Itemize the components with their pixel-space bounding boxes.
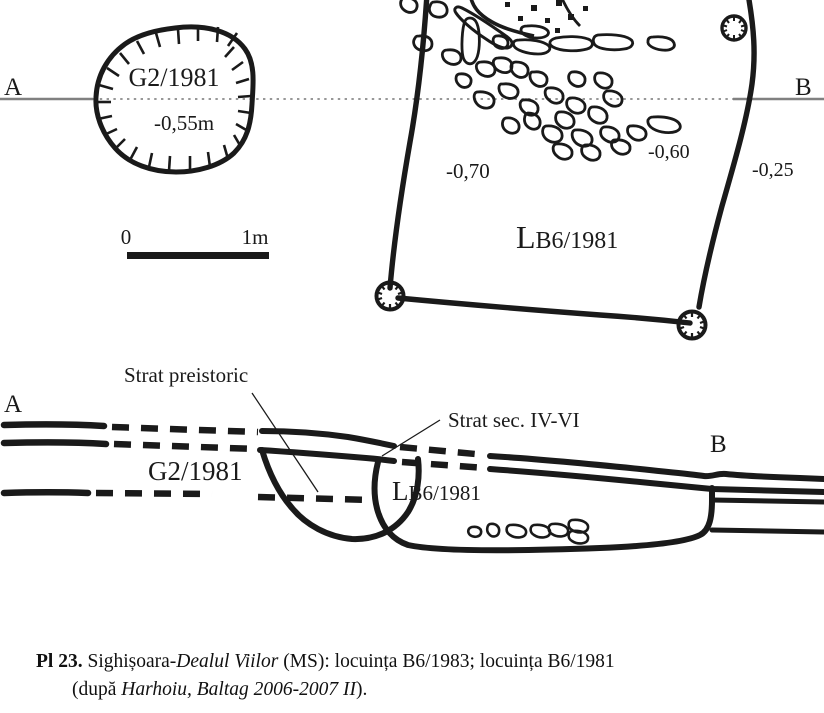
strat-low-solid-left bbox=[0, 489, 92, 497]
section-marker-b: B bbox=[710, 431, 727, 458]
strat-low-solid-right bbox=[709, 497, 824, 505]
dwelling-south-wall bbox=[395, 295, 693, 326]
section-dwelling-label: LB6/1981 bbox=[392, 476, 481, 506]
section-drawing: A B G2/1981 LB6/1981 bbox=[0, 363, 824, 554]
pit-outline bbox=[93, 24, 256, 175]
g2-cut-top bbox=[257, 447, 397, 464]
plan-marker-a: A bbox=[4, 74, 22, 101]
section-dwelling-label-rest: B6/1981 bbox=[409, 481, 481, 505]
strat-top-dash-left bbox=[111, 423, 259, 436]
plan-dwelling-lb6: LB6/1981 bbox=[374, 0, 757, 341]
caption-source-plain-2: ). bbox=[356, 678, 368, 700]
plate-caption: Pl 23. Sighișoara-Dealul Viilor (MS): lo… bbox=[0, 648, 824, 703]
plan-depth-2: -0,25 bbox=[752, 159, 794, 181]
annotation-strat-preistoric: Strat preistoric bbox=[124, 363, 248, 387]
g2-profile-cut bbox=[259, 447, 422, 543]
plan-pit-g2: G2/1981 -0,55m bbox=[93, 24, 256, 175]
strat-top-solid-mid bbox=[259, 428, 397, 449]
lb6-profile-cut bbox=[371, 459, 715, 554]
scale-start-label: 0 bbox=[121, 225, 132, 249]
strat-top-solid-left bbox=[0, 421, 108, 430]
plan-pit-label: G2/1981 bbox=[129, 63, 220, 92]
strat-top-dash-mid bbox=[399, 443, 487, 459]
section-marker-a: A bbox=[4, 391, 22, 418]
strat-mid-solid-right bbox=[487, 466, 824, 495]
annotation-strat-sec: Strat sec. IV-VI bbox=[448, 408, 580, 432]
strat-mid-dash-left bbox=[113, 440, 257, 453]
caption-line-1: Pl 23. Sighișoara-Dealul Viilor (MS): lo… bbox=[0, 648, 824, 676]
strat-mid-dash-mid bbox=[401, 458, 487, 472]
caption-site-plain-2: (MS): locuința B6/1983; locuința B6/1981 bbox=[278, 651, 615, 672]
strat-mid-solid-left bbox=[0, 439, 110, 448]
scale-bar-rule bbox=[127, 252, 269, 259]
dwelling-east-wall bbox=[696, 0, 757, 310]
scale-bar: 0 1m bbox=[121, 225, 269, 259]
leader-strat-sec bbox=[381, 419, 441, 457]
caption-plate-number: Pl 23. bbox=[36, 651, 83, 672]
leader-strat-preistoric bbox=[251, 392, 319, 493]
strat-low-dash-left bbox=[95, 489, 213, 498]
plan-dwelling-label-rest: B6/1981 bbox=[536, 228, 619, 254]
dwelling-west-wall bbox=[387, 0, 430, 291]
caption-site-plain-1: Sighișoara- bbox=[82, 651, 177, 672]
post-hole-southwest bbox=[374, 280, 406, 312]
stone-scatter bbox=[399, 0, 682, 162]
strat-low-dash-mid bbox=[257, 493, 375, 504]
strat-top-solid-right bbox=[487, 453, 824, 482]
section-floor-stones bbox=[466, 518, 590, 545]
section-pit-label: G2/1981 bbox=[148, 456, 243, 486]
plan-depth-labels: -0,70 -0,60 -0,25 bbox=[446, 141, 794, 183]
caption-site-italic: Dealul Viilor bbox=[176, 651, 279, 672]
charcoal-flecks bbox=[505, 0, 588, 33]
post-hole-southeast bbox=[676, 309, 708, 341]
plan-marker-b: B bbox=[795, 74, 812, 101]
section-dwelling-label-big: L bbox=[392, 476, 409, 506]
caption-line-2: (după Harhoiu, Baltag 2006-2007 II). bbox=[0, 676, 824, 704]
plan-dwelling-label-big: L bbox=[516, 219, 536, 255]
scale-end-label: 1m bbox=[242, 225, 269, 249]
caption-source-italic: Harhoiu, Baltag 2006-2007 II bbox=[121, 678, 356, 700]
plan-depth-1: -0,60 bbox=[648, 141, 690, 163]
plan-pit-depth: -0,55m bbox=[154, 111, 214, 135]
plan-dwelling-label: LB6/1981 bbox=[516, 219, 618, 255]
post-hole-northeast bbox=[720, 14, 748, 42]
strat-lowest-solid-right bbox=[709, 527, 824, 535]
plan-depth-0: -0,70 bbox=[446, 159, 490, 183]
caption-source-plain-1: (după bbox=[72, 678, 122, 700]
